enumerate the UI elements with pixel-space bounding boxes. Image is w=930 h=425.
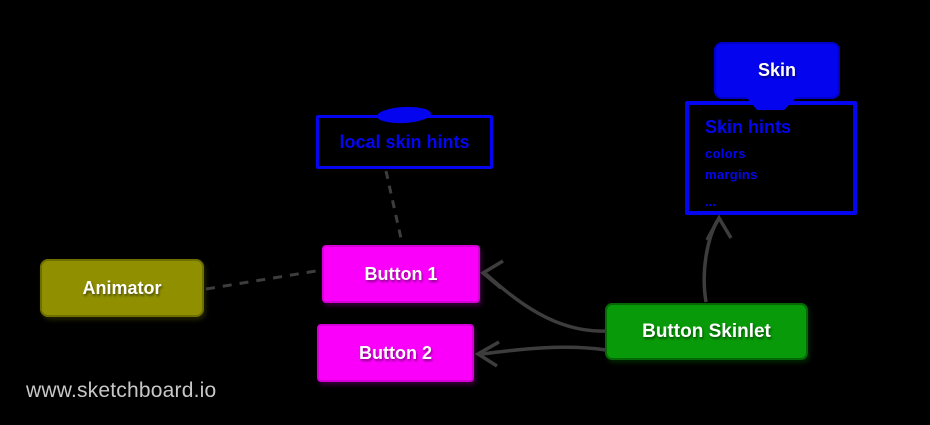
edge-animator-to-button1[interactable] [205,269,317,291]
arrowhead-button1 [479,259,504,290]
edge-button-skinlet-to-button2[interactable] [481,345,607,356]
node-skin[interactable]: Skin [714,42,840,99]
skin-hints-item-colors: colors [705,146,746,161]
skin-hints-title: Skin hints [705,117,792,137]
node-button2[interactable]: Button 2 [317,324,474,382]
node-button1-label: Button 1 [364,263,438,284]
edge-local-skin-hints-to-button1[interactable] [384,170,404,244]
node-button1[interactable]: Button 1 [322,245,480,303]
local-skin-hints-top-blob [377,106,431,124]
arrowhead-button2 [474,340,500,368]
edge-button-skinlet-to-button1[interactable] [484,272,607,333]
edge-skin-to-skin-hints[interactable] [743,93,801,110]
node-skin-label: Skin [757,60,796,80]
node-button-skinlet-label: Button Skinlet [642,320,771,342]
arrowhead-skin-hints [705,214,733,241]
skin-hints-item-margins: margins [705,167,758,182]
node-animator[interactable]: Animator [40,259,204,317]
node-local-skin-hints-label: local skin hints [339,131,470,152]
node-animator-label: Animator [82,277,162,298]
skin-hints-item-ellipsis: ... [705,194,716,209]
sketchboard-watermark: www.sketchboard.io [26,379,217,402]
node-button2-label: Button 2 [359,342,432,363]
